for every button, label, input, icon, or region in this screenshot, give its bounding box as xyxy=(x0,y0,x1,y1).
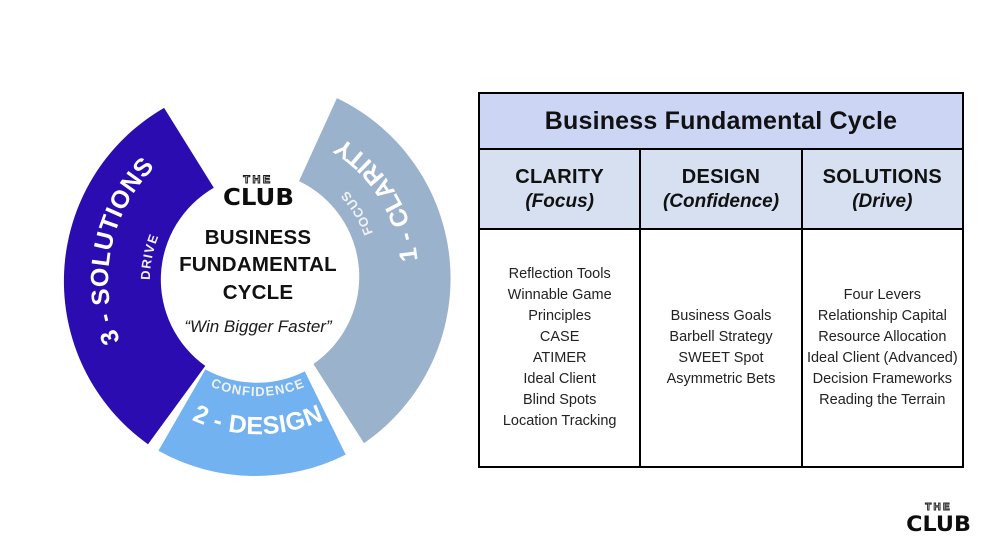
table-body-row: Reflection Tools Winnable Game Principle… xyxy=(477,228,965,468)
segment-clarity[interactable] xyxy=(299,98,451,444)
list-item: Reflection Tools xyxy=(508,265,611,282)
column-header-design-subtitle: (Confidence) xyxy=(662,190,780,212)
list-item: CASE xyxy=(539,328,580,345)
column-header-design: DESIGN (Confidence) xyxy=(639,148,803,230)
corner-club-logo-club: CLUB xyxy=(906,512,971,536)
column-header-clarity-name: CLARITY xyxy=(515,165,605,188)
table-title-row: Business Fundamental Cycle xyxy=(478,92,964,150)
list-item: Winnable Game xyxy=(507,286,612,303)
list-item: ATIMER xyxy=(532,350,587,366)
column-header-solutions: SOLUTIONS (Drive) xyxy=(800,148,965,230)
list-item: SWEET Spot xyxy=(678,350,764,366)
column-header-solutions-name: SOLUTIONS xyxy=(822,165,943,188)
list-item: Barbell Strategy xyxy=(669,328,773,345)
list-item: Ideal Client xyxy=(523,371,596,388)
corner-club-logo: THE CLUB xyxy=(906,502,971,536)
list-item: Resource Allocation xyxy=(818,328,947,345)
list-item: Location Tracking xyxy=(502,413,617,430)
column-header-design-name: DESIGN xyxy=(681,165,761,188)
list-item: Principles xyxy=(528,307,592,324)
cycle-diagram: 1 - CLARITY FOCUS 2 - DESIGN CONFIDENCE … xyxy=(48,68,468,480)
column-body-design: Business Goals Barbell Strategy SWEET Sp… xyxy=(639,228,803,468)
bfc-table-wrapper: Business Fundamental Cycle CLARITY (Focu… xyxy=(477,92,965,468)
list-item: Asymmetric Bets xyxy=(666,371,776,388)
bfc-table: Business Fundamental Cycle CLARITY (Focu… xyxy=(477,92,965,468)
cycle-donut-svg: 1 - CLARITY FOCUS 2 - DESIGN CONFIDENCE … xyxy=(63,98,451,477)
list-item: Decision Frameworks xyxy=(812,371,953,388)
segment-design[interactable] xyxy=(158,369,346,477)
list-item: Four Levers xyxy=(843,286,922,303)
table-header-row: CLARITY (Focus) DESIGN (Confidence) SOLU… xyxy=(477,148,965,230)
column-header-solutions-subtitle: (Drive) xyxy=(852,190,913,212)
column-body-clarity: Reflection Tools Winnable Game Principle… xyxy=(477,228,642,468)
list-item: Relationship Capital xyxy=(817,307,947,324)
table-title: Business Fundamental Cycle xyxy=(478,92,964,150)
corner-club-logo-the: THE xyxy=(925,502,952,513)
list-item: Reading the Terrain xyxy=(819,392,946,409)
list-item: Ideal Client (Advanced) xyxy=(806,350,958,366)
segment-solutions[interactable] xyxy=(63,107,214,445)
column-header-clarity-subtitle: (Focus) xyxy=(525,190,594,212)
column-body-solutions: Four Levers Relationship Capital Resourc… xyxy=(800,228,965,468)
list-item: Business Goals xyxy=(670,307,772,324)
list-item: Blind Spots xyxy=(522,392,597,409)
column-header-clarity: CLARITY (Focus) xyxy=(477,148,642,230)
